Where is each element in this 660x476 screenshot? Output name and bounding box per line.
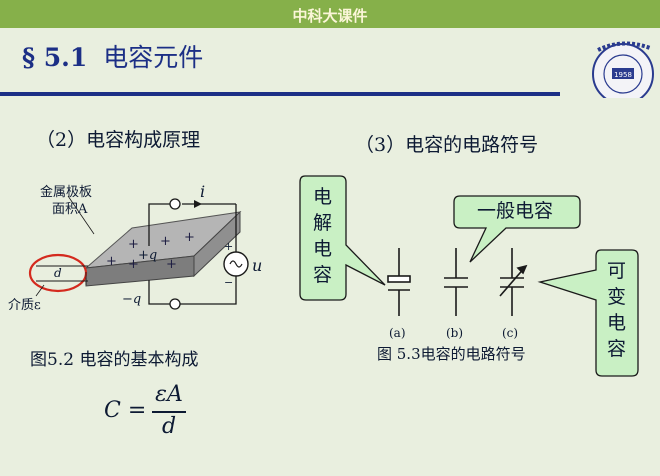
callout-electrolytic (299, 175, 386, 301)
capacitor-plate (84, 210, 242, 287)
terminal-top (169, 198, 181, 210)
fraction-bar (152, 411, 186, 413)
terminal-bottom (169, 298, 181, 310)
right-heading: （3）电容的电路符号 (355, 134, 539, 156)
callout-general-text: 一般电容 (477, 200, 554, 222)
course-name: 中科大课件 (292, 7, 368, 25)
svg-text:+: + (160, 234, 171, 249)
title-rule (0, 92, 560, 96)
circuit-wires (148, 203, 237, 305)
svg-text:+: + (128, 257, 139, 272)
plate-area-label-1: 金属极板 (40, 185, 93, 200)
svg-text:+: + (184, 230, 195, 245)
svg-text:+: + (106, 254, 117, 269)
svg-text:+: + (166, 257, 177, 272)
symbol-variable (499, 248, 528, 316)
plate-charges: + + + + + + (106, 230, 195, 272)
section-title: 电容元件 (103, 43, 204, 72)
callout-variable-text: 可 变 电 容 (607, 260, 627, 360)
figure-5-3-caption: 图 5.3电容的电路符号 (377, 345, 526, 363)
callout-general (453, 195, 581, 263)
source-minus-label: − (224, 276, 234, 289)
left-heading: （2）电容构成原理 (36, 129, 201, 151)
section-number: § 5.1 (22, 43, 88, 72)
current-arrow-icon (194, 200, 202, 208)
voltage-label: u (252, 256, 263, 275)
callout-variable (537, 249, 639, 377)
logo-year: 1958 (614, 71, 632, 79)
plus-charge-label: +q (138, 248, 158, 263)
svg-text:+: + (128, 237, 139, 252)
formula-denominator: d (161, 414, 177, 439)
slide-title: § 5.1 电容元件 (22, 38, 203, 74)
symbol-general (444, 248, 468, 316)
dielectric-label: 介质ε (8, 298, 41, 313)
minus-charge-label: −q (122, 292, 142, 307)
symbol-label-a: (a) (389, 326, 406, 340)
formula-numerator: εA (155, 382, 183, 407)
figure-5-2-caption: 图5.2 电容的基本构成 (30, 350, 199, 370)
formula-fraction: εA d (152, 382, 186, 439)
symbol-label-b: (b) (446, 326, 464, 340)
formula-lhs: C = (104, 398, 147, 423)
callout-electrolytic-text: 电 解 电 容 (313, 186, 333, 286)
plate-area-label-2: 面积A (52, 202, 88, 217)
symbol-electrolytic (387, 248, 411, 316)
distance-label: d (54, 266, 62, 280)
header-bar: 中科大课件 (0, 0, 660, 28)
current-label: i (200, 182, 206, 201)
symbol-label-c: (c) (502, 326, 519, 340)
university-logo: 1958 (578, 36, 660, 98)
source-plus-label: + (224, 240, 234, 253)
